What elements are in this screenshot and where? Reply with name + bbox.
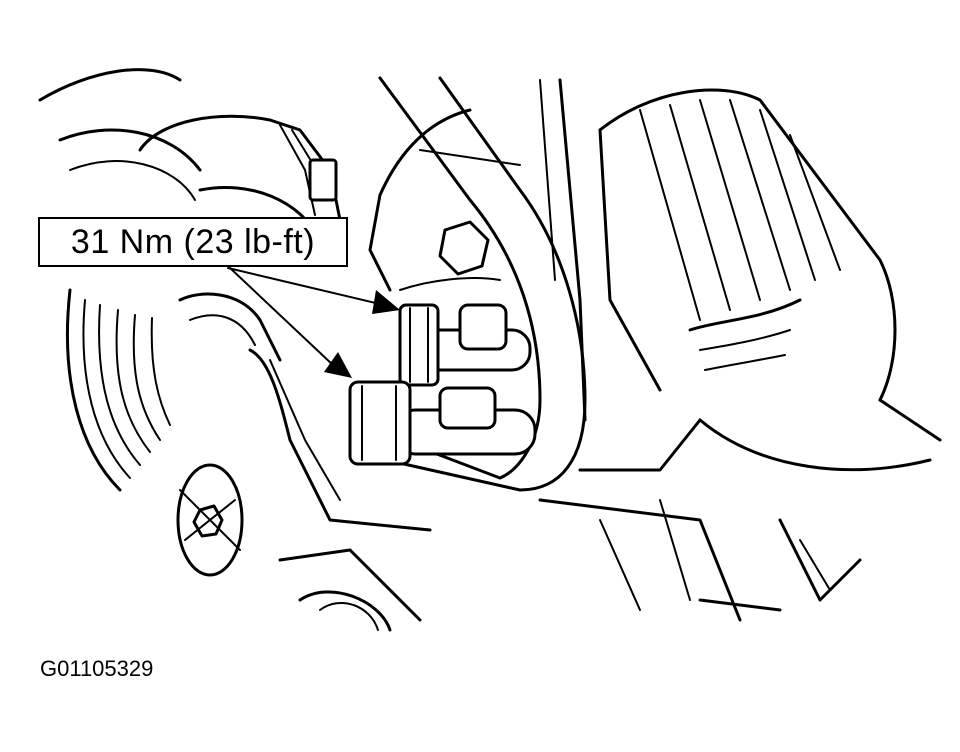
ribbed-housing <box>598 88 942 472</box>
refrigerant-tube <box>378 76 587 492</box>
lower-fitting <box>348 380 537 466</box>
torque-label: 31 Nm (23 lb-ft) <box>70 222 316 261</box>
intake-housing <box>38 68 342 362</box>
torque-callout: 31 Nm (23 lb-ft) <box>38 217 348 267</box>
callout-leaders <box>227 267 400 378</box>
lower-bracket <box>176 348 432 632</box>
arrow-head-icon <box>324 352 352 378</box>
pulley <box>58 128 202 492</box>
arrow-head-icon <box>372 290 400 314</box>
bracket <box>368 108 521 292</box>
mount-frame <box>538 418 862 622</box>
figure-id: G01105329 <box>40 656 154 681</box>
upper-fitting <box>398 303 532 387</box>
